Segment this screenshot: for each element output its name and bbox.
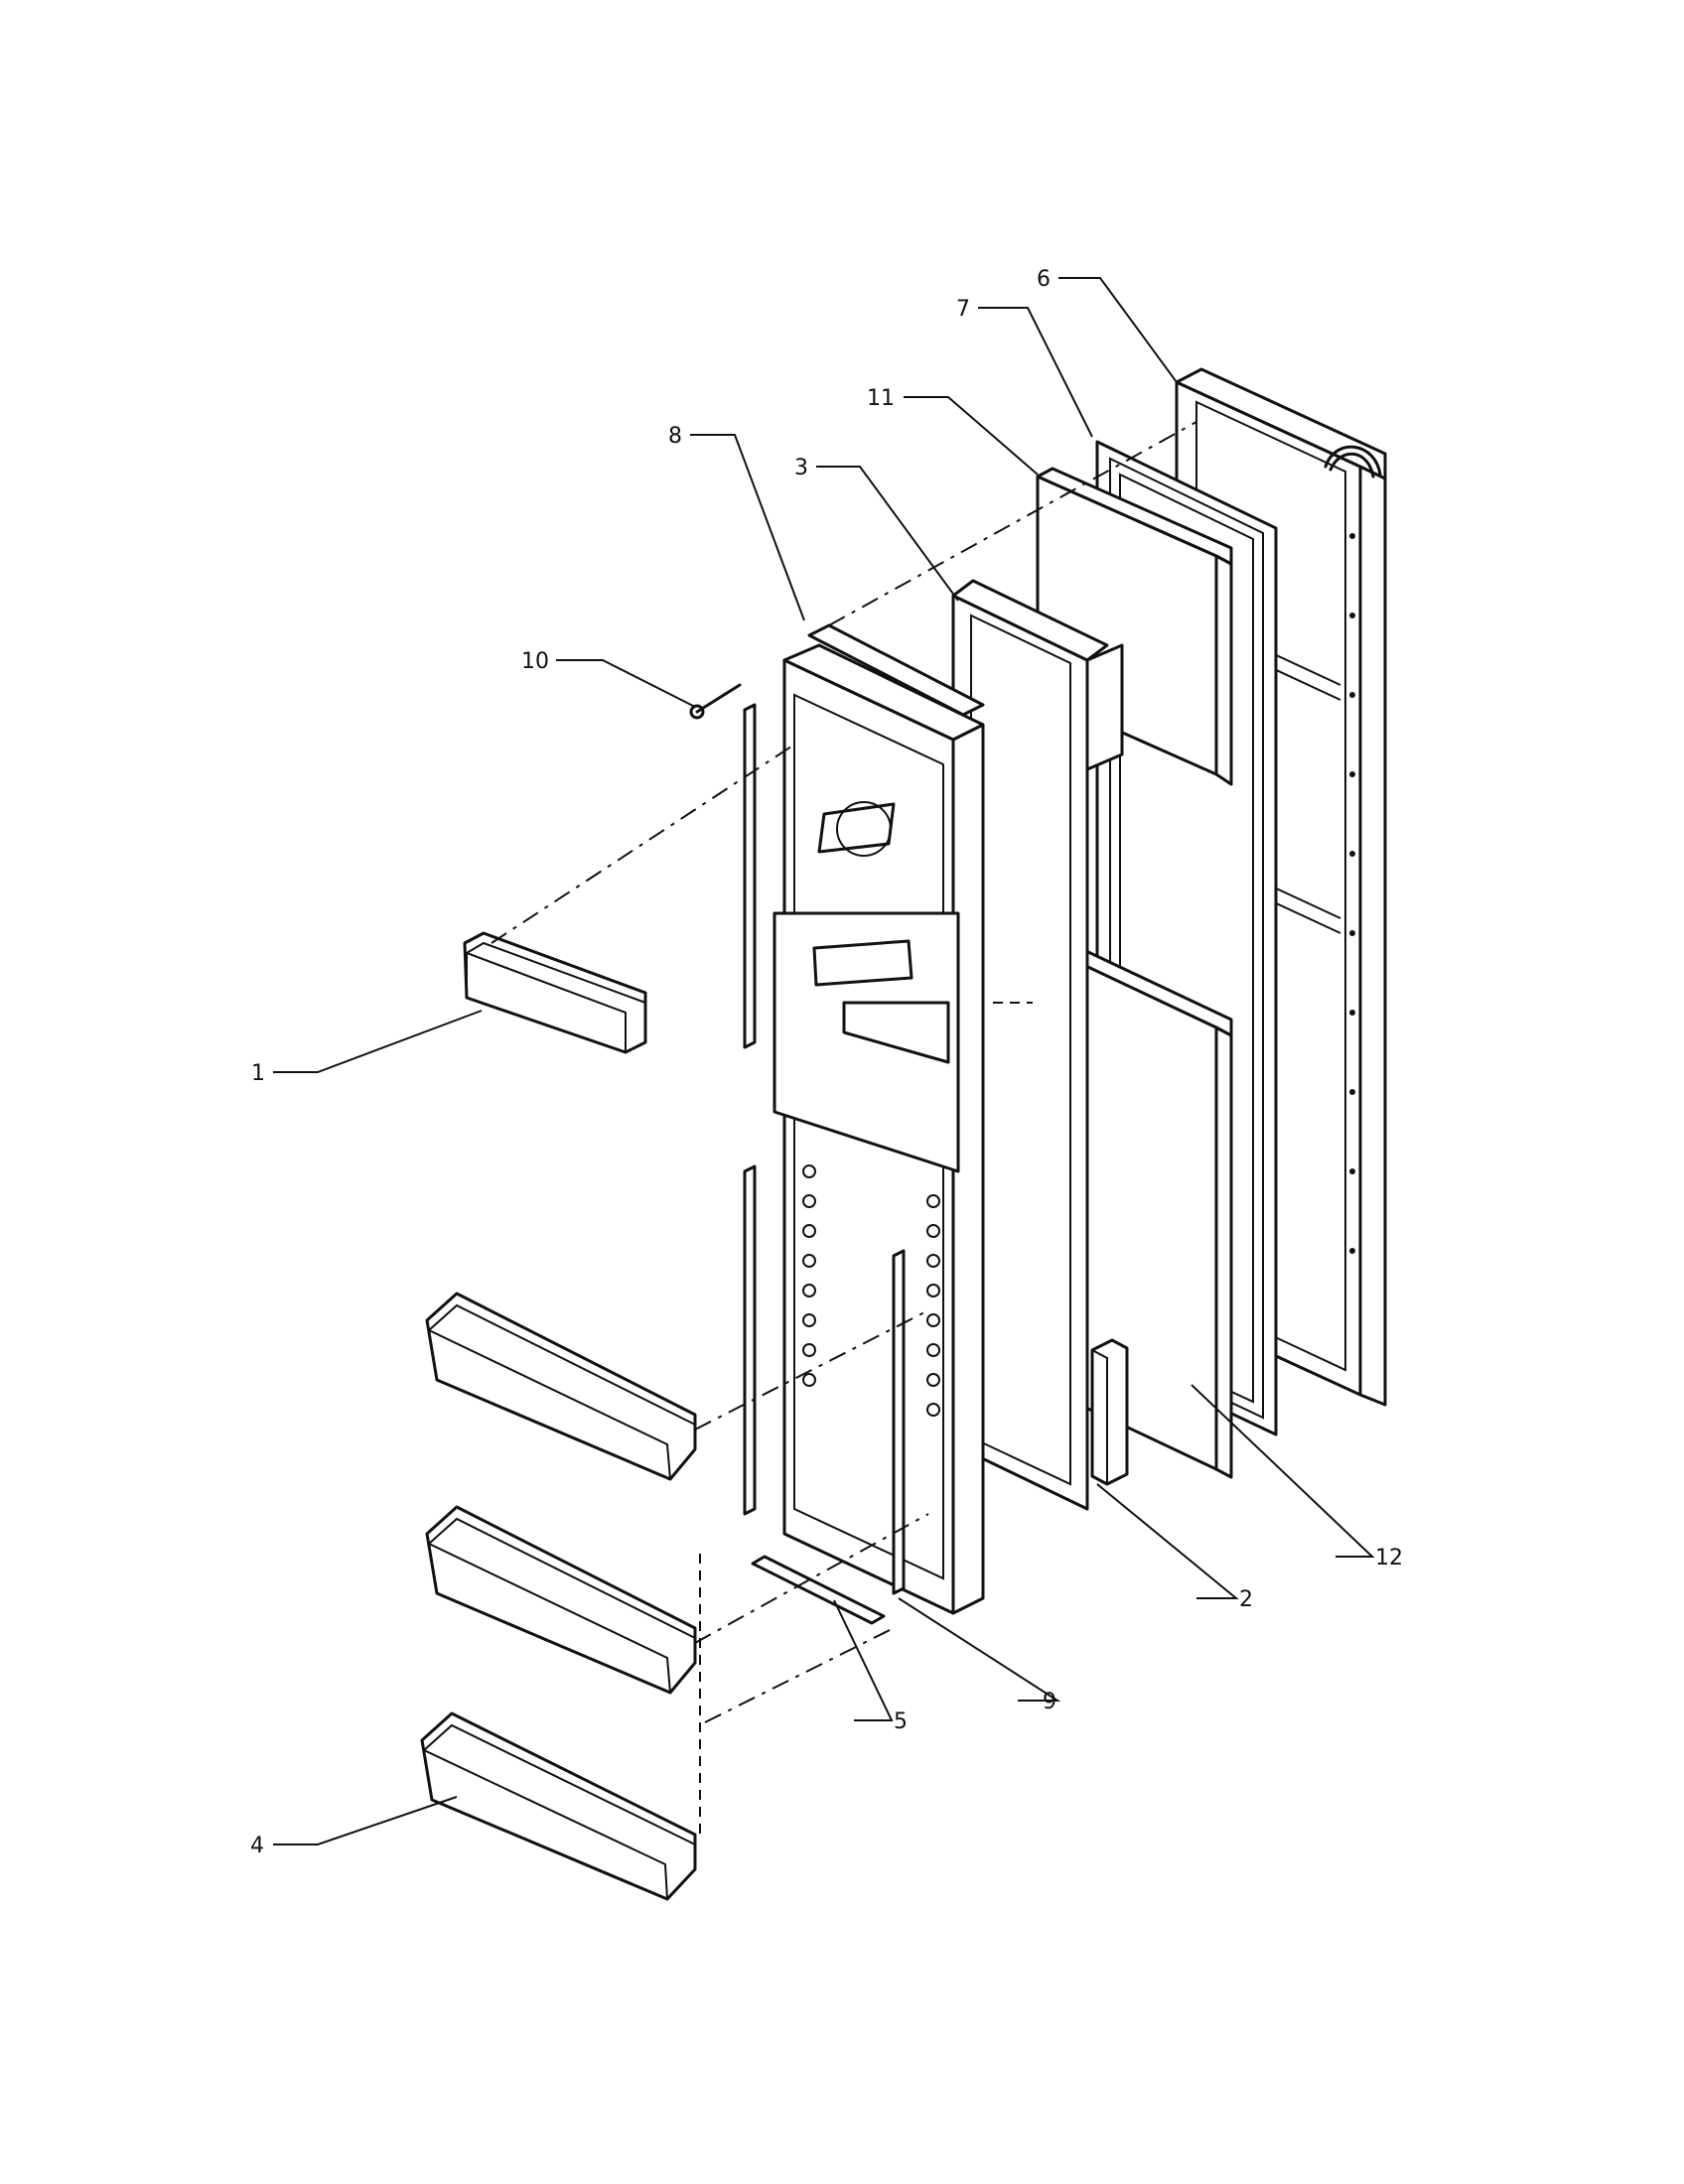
callout-9: 9 <box>1043 1690 1056 1714</box>
callout-labels: 1 2 3 4 5 6 7 8 9 10 11 12 <box>250 267 1403 1858</box>
callout-6: 6 <box>1037 267 1051 292</box>
dispenser-inner-door <box>772 643 985 1615</box>
callout-2: 2 <box>1239 1587 1253 1612</box>
leader-lines <box>273 277 1375 1845</box>
part-4-bin-b <box>425 1505 697 1695</box>
part-9-side-rail <box>743 703 906 1595</box>
part-5-bottom-rail <box>751 1555 886 1625</box>
callout-5: 5 <box>894 1709 908 1734</box>
callout-7: 7 <box>956 297 970 322</box>
callout-10: 10 <box>521 649 549 674</box>
part-1-small-bin <box>463 931 647 1054</box>
callout-4: 4 <box>250 1834 264 1858</box>
part-10-screw <box>689 683 742 720</box>
callout-1: 1 <box>251 1061 265 1086</box>
part-3-liner-frame <box>951 579 1124 1511</box>
part-8-top-rail <box>807 623 985 717</box>
adjustment-holes <box>802 1164 940 1417</box>
part-2-bracket <box>1090 1338 1129 1486</box>
callout-8: 8 <box>668 424 682 449</box>
part-4-bin-a <box>425 1292 697 1481</box>
part-4-bin-c <box>420 1711 697 1901</box>
callout-3: 3 <box>794 456 808 480</box>
callout-11: 11 <box>867 386 895 411</box>
alignment-lines <box>491 421 1197 1837</box>
dispenser-chute <box>817 801 896 857</box>
callout-12: 12 <box>1375 1546 1403 1570</box>
door-hinge-holes <box>1349 533 1355 1254</box>
